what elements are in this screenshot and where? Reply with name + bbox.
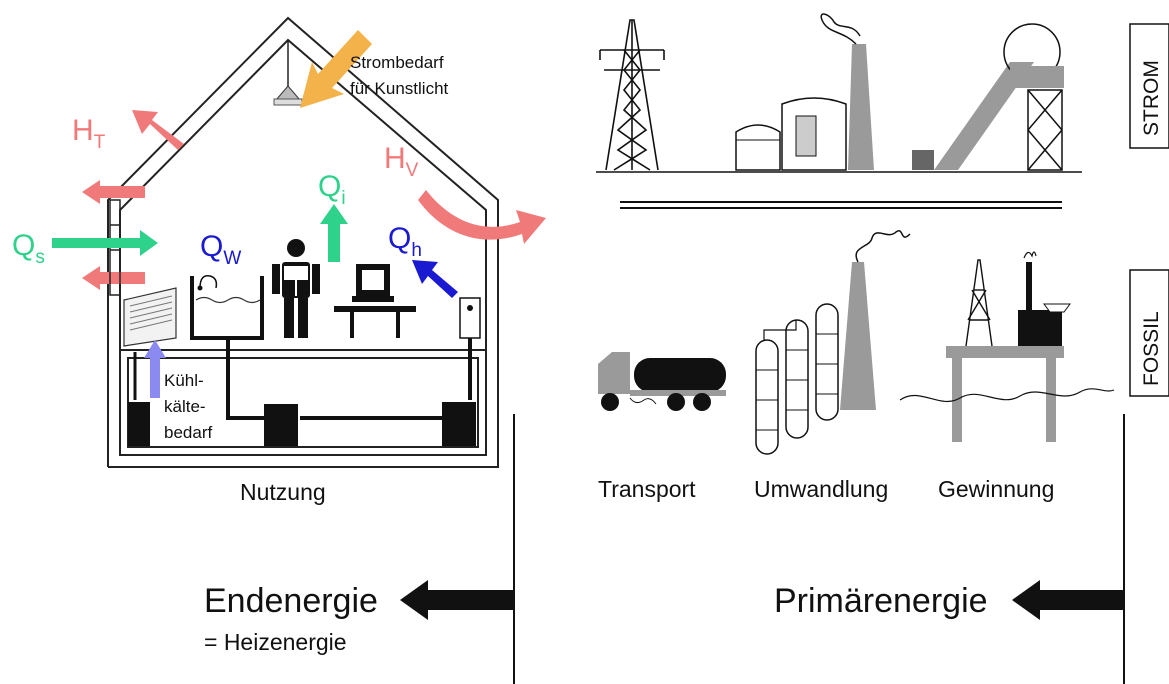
umwandlung-label: Umwandlung [754,476,888,502]
ht-loss-arrow-wall-lower [82,266,145,290]
strombedarf-label-1: Strombedarf [350,53,444,72]
boiler-icon [442,402,476,446]
mining-tower-icon [912,23,1064,171]
primaerenergie-arrow [1012,580,1123,620]
pump-icon [264,404,298,446]
primaerenergie-label: Primärenergie [774,582,988,620]
hv-symbol: HV [384,142,419,181]
hv-ventilation-loss-arrow [418,190,546,244]
endenergie-label: Endenergie [204,582,378,620]
power-pylon-icon [599,19,665,171]
air-conditioner-icon [123,287,177,347]
kuehl-label-1: Kühl- [164,371,204,390]
fossil-label-box [1129,269,1169,397]
oil-platform-icon [899,251,1115,442]
cooling-demand-arrow [144,340,166,398]
heizenergie-label: = Heizenergie [204,629,347,655]
person-icon [272,239,320,338]
light-demand-arrow [300,30,372,108]
refinery-icon [755,230,911,455]
warm-water-tank-icon [190,275,264,340]
ht-loss-arrow-roof [132,110,184,150]
power-plant-icon [735,13,874,171]
cooling-unit-icon [128,352,150,446]
kuehl-label-3: bedarf [164,423,212,442]
gewinnung-label: Gewinnung [938,476,1054,502]
ht-symbol: HT [72,114,106,153]
heating-pipes [226,338,472,420]
strom-label: STROM [1140,60,1163,136]
qs-solar-gain-arrow [52,230,158,256]
transport-label: Transport [598,476,696,502]
qw-symbol: QW [200,230,241,269]
qs-symbol: Qs [12,229,45,268]
qi-internal-gain-arrow [320,204,348,262]
ht-loss-arrow-wall-upper [82,180,145,204]
strombedarf-label-2: für Kunstlicht [350,79,449,98]
tanker-truck-icon [598,352,726,411]
fossil-label: FOSSIL [1140,311,1163,386]
qh-symbol: Qh [388,222,422,261]
qh-heating-arrow [412,260,458,298]
kuehl-label-2: kälte- [164,397,206,416]
radiator-icon [459,297,481,339]
endenergie-arrow [400,580,513,620]
nutzung-label: Nutzung [240,479,326,505]
strom-label-box [1129,23,1169,149]
qi-symbol: Qi [318,170,346,209]
desk-computer-icon [334,264,416,338]
